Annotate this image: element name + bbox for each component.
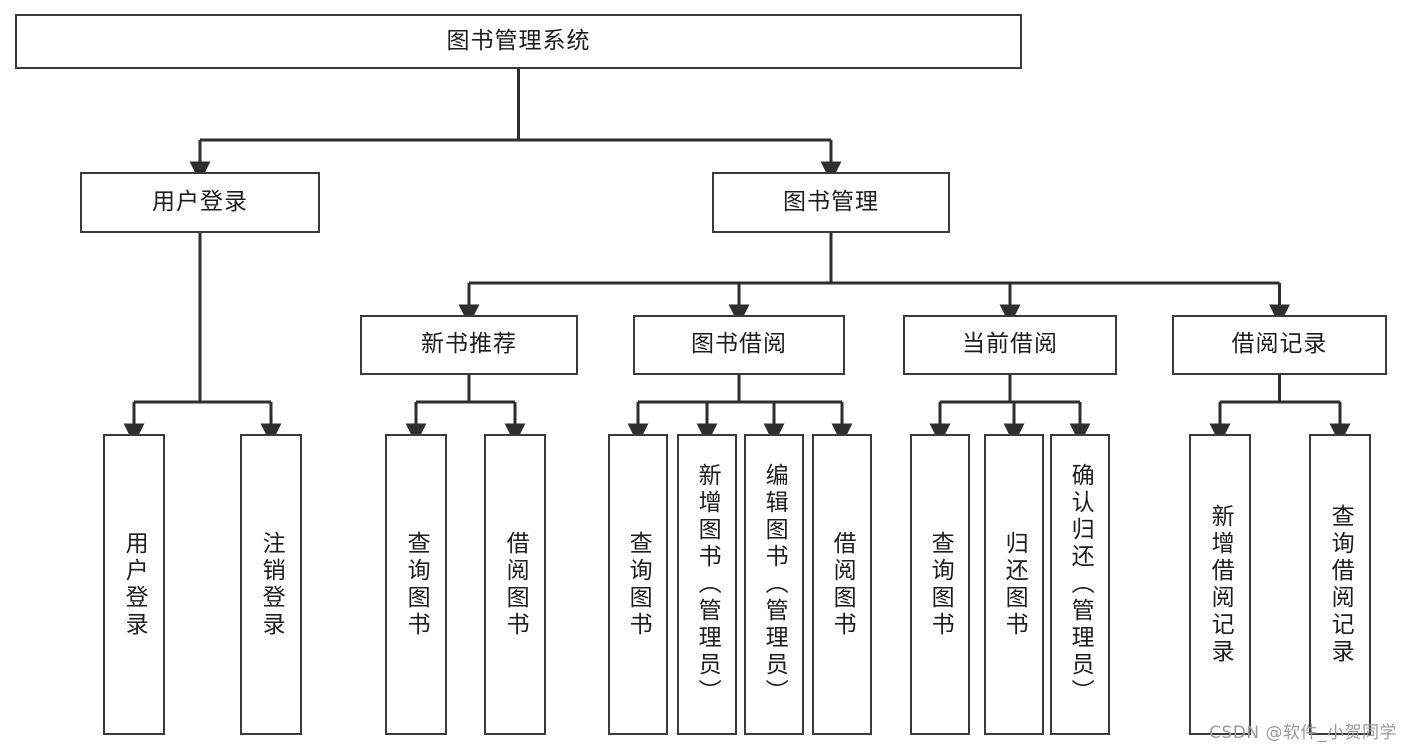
node-leaf-bw-add[interactable]: 新增图书（管理员）: [677, 434, 737, 735]
node-label-leaf-rec-query: 查询借阅记录: [1327, 503, 1354, 666]
node-leaf-rec-add[interactable]: 新增借阅记录: [1189, 434, 1251, 735]
node-leaf-cur-query[interactable]: 查询图书: [910, 434, 970, 735]
node-login[interactable]: 用户登录: [80, 172, 320, 233]
node-label-leaf-bw-add: 新增图书（管理员）: [694, 463, 721, 706]
node-leaf-rec-query[interactable]: 查询借阅记录: [1309, 434, 1371, 735]
node-label-records: 借阅记录: [1231, 331, 1328, 358]
node-bookmgmt[interactable]: 图书管理: [712, 172, 950, 233]
node-leaf-nb-query[interactable]: 查询图书: [385, 434, 447, 735]
node-label-leaf-bw-edit: 编辑图书（管理员）: [761, 463, 788, 706]
node-label-leaf-cur-return: 归还图书: [1001, 530, 1028, 639]
watermark-text: CSDN @软件_小贺同学: [1209, 723, 1397, 743]
node-label-newbook: 新书推荐: [421, 331, 517, 358]
node-current[interactable]: 当前借阅: [903, 315, 1117, 375]
node-label-leaf-bw-borrow: 借阅图书: [829, 530, 856, 639]
node-leaf-nb-borrow[interactable]: 借阅图书: [484, 434, 546, 735]
node-label-leaf-bw-query: 查询图书: [625, 530, 652, 639]
node-label-login: 用户登录: [152, 188, 248, 215]
node-label-leaf-rec-add: 新增借阅记录: [1207, 503, 1234, 666]
node-label-leaf-user-logout: 注销登录: [258, 530, 285, 639]
node-root[interactable]: 图书管理系统: [15, 14, 1022, 69]
node-label-leaf-cur-confirm: 确认归还（管理员）: [1067, 463, 1094, 706]
node-label-current: 当前借阅: [962, 331, 1058, 358]
node-label-borrow: 图书借阅: [691, 331, 787, 358]
node-leaf-cur-return[interactable]: 归还图书: [984, 434, 1044, 735]
node-borrow[interactable]: 图书借阅: [633, 315, 845, 375]
node-leaf-bw-query[interactable]: 查询图书: [608, 434, 668, 735]
node-leaf-user-login[interactable]: 用户登录: [103, 434, 165, 735]
node-leaf-cur-confirm[interactable]: 确认归还（管理员）: [1050, 434, 1110, 735]
node-label-leaf-nb-query: 查询图书: [403, 530, 430, 639]
node-leaf-bw-borrow[interactable]: 借阅图书: [812, 434, 872, 735]
node-label-leaf-user-login: 用户登录: [121, 530, 148, 639]
node-label-root: 图书管理系统: [446, 27, 591, 54]
node-label-leaf-cur-query: 查询图书: [927, 530, 954, 639]
node-newbook[interactable]: 新书推荐: [360, 315, 578, 375]
node-leaf-bw-edit[interactable]: 编辑图书（管理员）: [744, 434, 804, 735]
node-leaf-user-logout[interactable]: 注销登录: [240, 434, 302, 735]
node-records[interactable]: 借阅记录: [1172, 315, 1387, 375]
node-label-leaf-nb-borrow: 借阅图书: [502, 530, 529, 639]
node-label-bookmgmt: 图书管理: [783, 188, 879, 215]
